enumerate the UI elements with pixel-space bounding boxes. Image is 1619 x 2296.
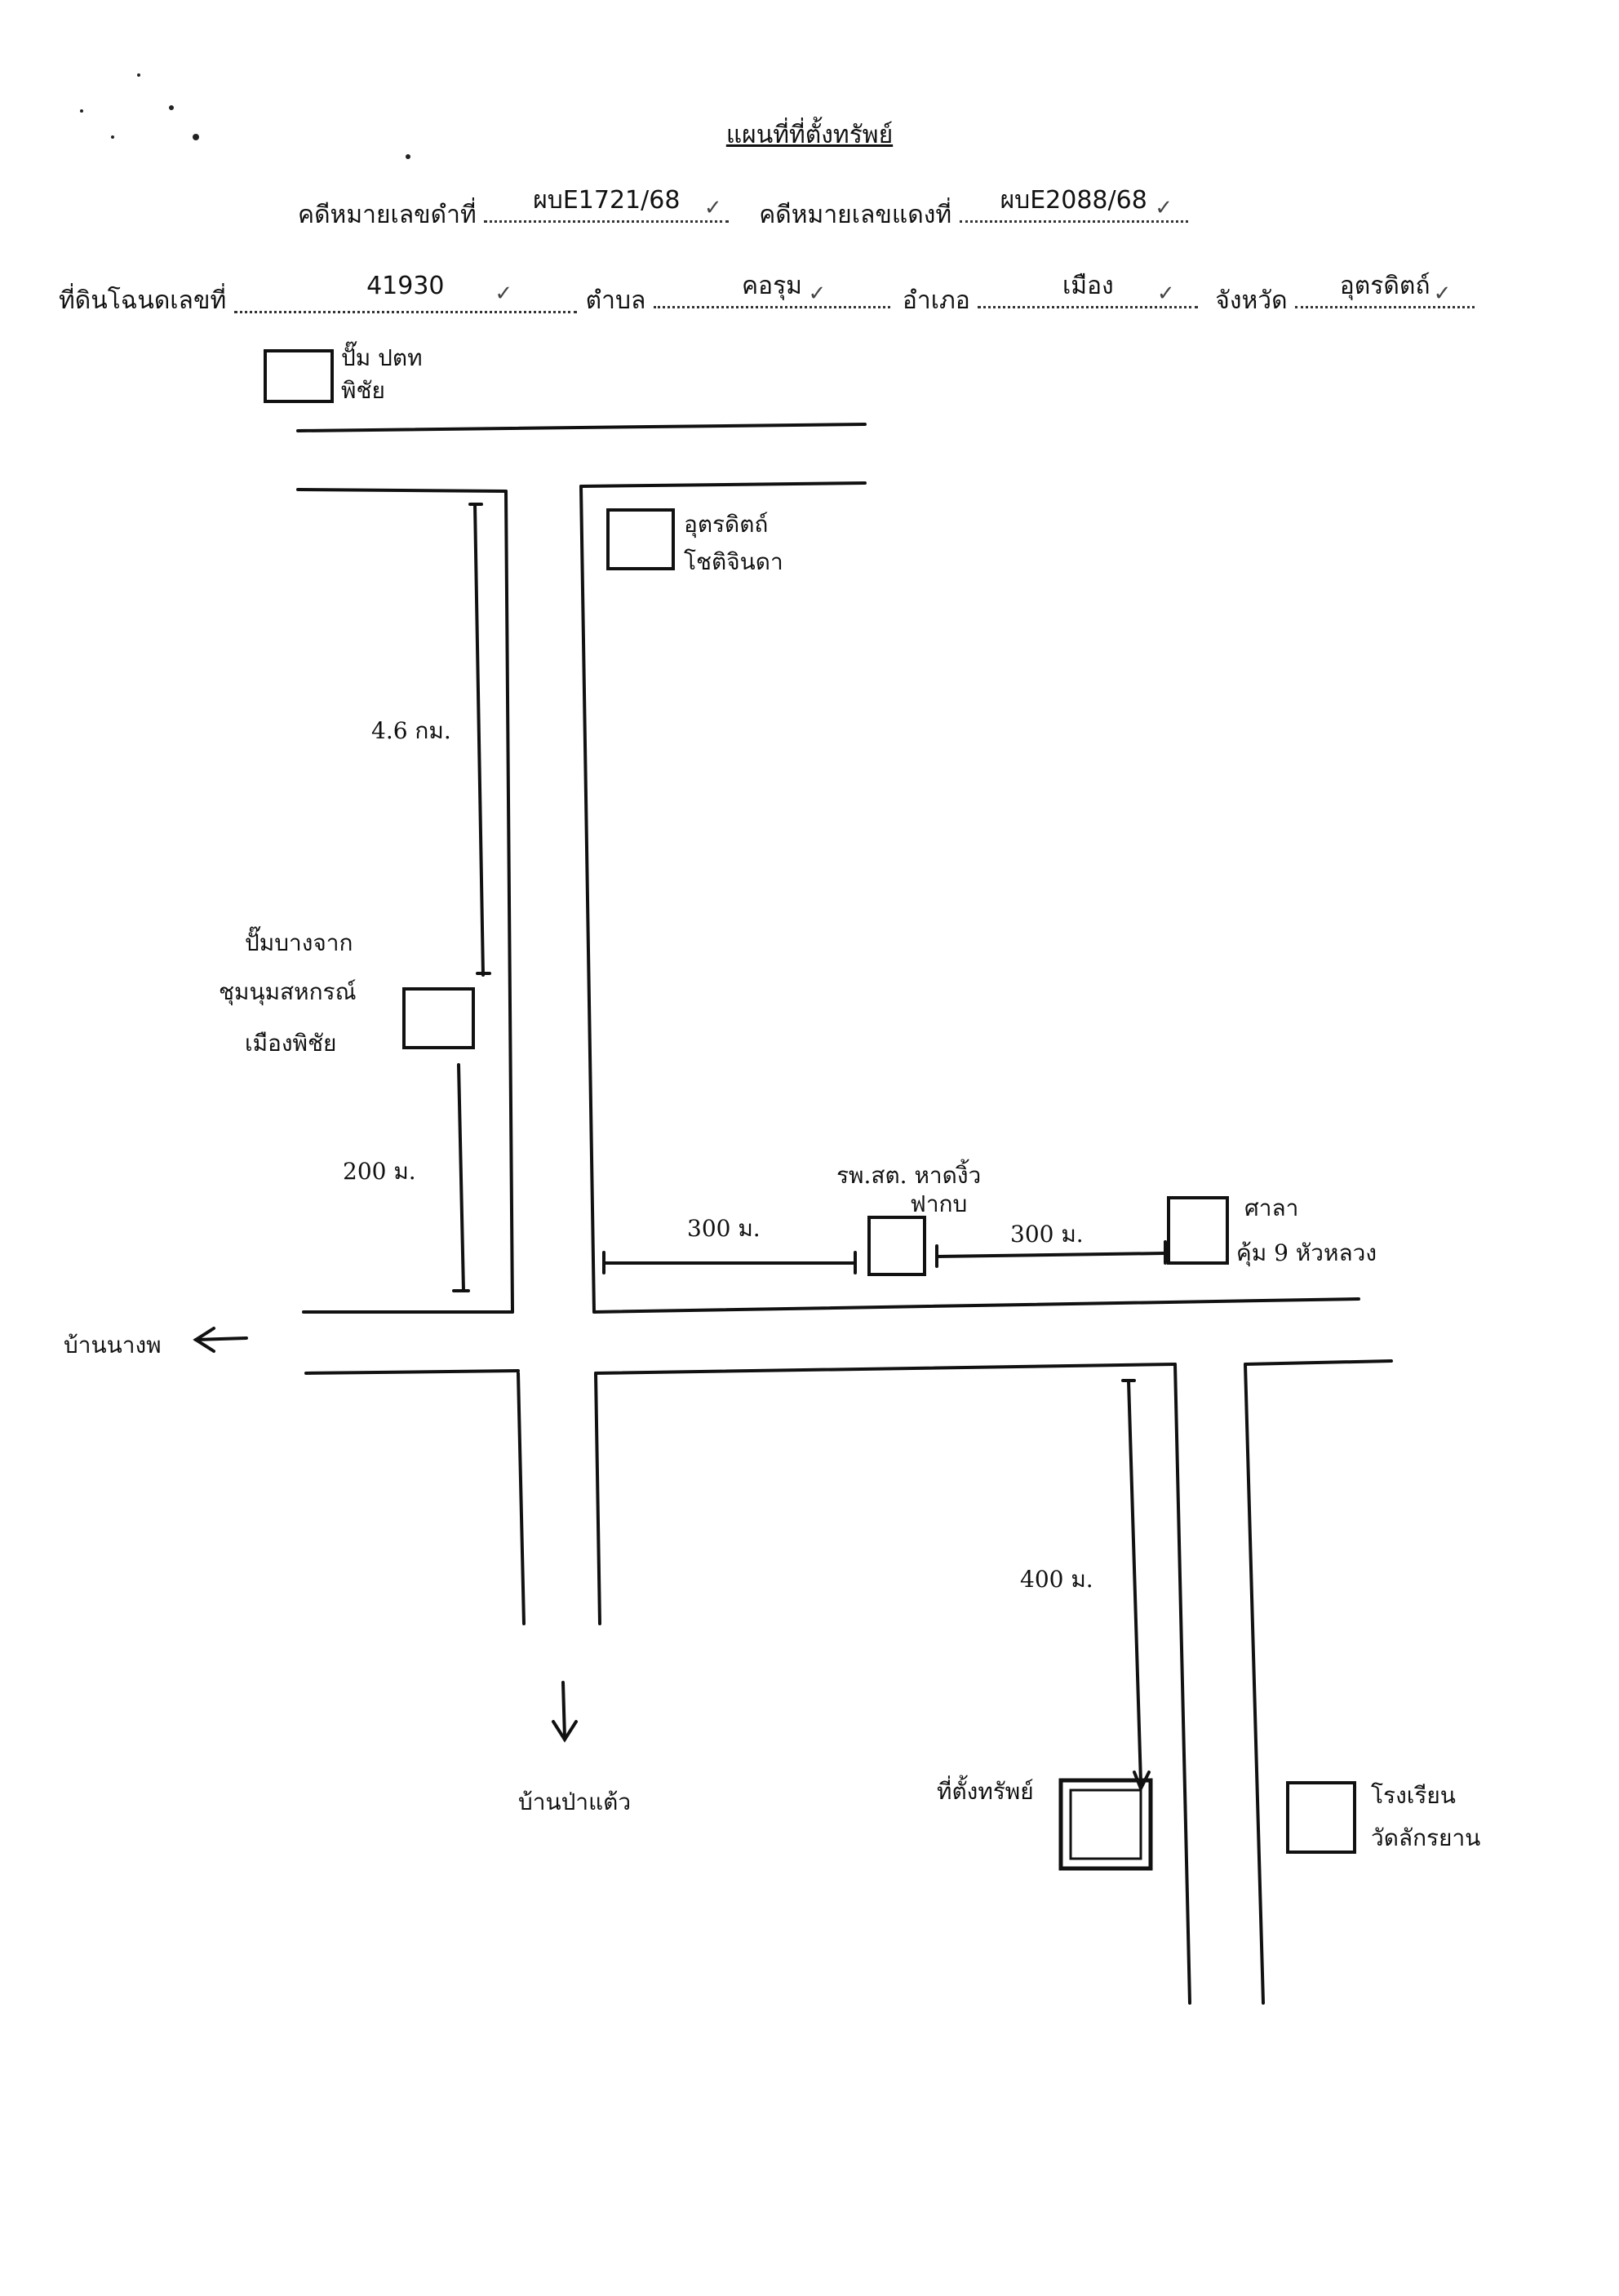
distance-bar-north bbox=[473, 503, 485, 977]
landmark-box-school bbox=[1286, 1781, 1356, 1854]
road-vertical-right bbox=[579, 485, 596, 1314]
landmark-box-bangchak bbox=[402, 987, 475, 1049]
red-case-label: คดีหมายเลขแดงที่ bbox=[759, 201, 952, 229]
landmark-bangchak-line3: เมืองพิชัย bbox=[245, 1030, 336, 1057]
subdistrict-check-icon: ✓ bbox=[808, 281, 827, 306]
document-title: แผนที่ที่ตั้งทรัพย์ bbox=[725, 121, 894, 149]
case-number-row: คดีหมายเลขดำที่ ผบE1721/68 ✓ คดีหมายเลขแ… bbox=[298, 186, 1188, 234]
distance-label-north: 4.6 กม. bbox=[371, 717, 451, 744]
property-box-inner bbox=[1069, 1788, 1142, 1860]
landmark-uttaradit-line2: โชติจินดา bbox=[684, 548, 783, 575]
road-main-upper-right bbox=[592, 1297, 1360, 1314]
road-main-lower-left bbox=[304, 1369, 520, 1375]
black-case-field: ผบE1721/68 bbox=[484, 186, 730, 223]
province-value: อุตรดิตถ์ bbox=[1339, 272, 1430, 300]
province-label: จังหวัด bbox=[1215, 286, 1288, 315]
deed-row: ที่ดินโฉนดเลขที่ 41930 ✓ ตำบล คอรุม ✓ อำ… bbox=[59, 272, 1475, 320]
deed-field: 41930 bbox=[233, 272, 577, 313]
subdistrict-value: คอรุม bbox=[741, 272, 802, 300]
red-case-field: ผบE2088/68 bbox=[959, 186, 1188, 223]
subdistrict-label: ตำบล bbox=[585, 286, 646, 315]
black-case-check-icon: ✓ bbox=[703, 196, 722, 220]
red-case-check-icon: ✓ bbox=[1155, 196, 1173, 220]
distance-label-mid-right: 300 ม. bbox=[1010, 1221, 1084, 1248]
road-main-lower-mid bbox=[594, 1363, 1177, 1375]
landmark-box-sala bbox=[1167, 1196, 1229, 1265]
road-vertical-left bbox=[504, 490, 514, 1314]
distance-label-mid-left: 300 ม. bbox=[687, 1215, 761, 1242]
black-case-label: คดีหมายเลขดำที่ bbox=[298, 201, 477, 229]
landmark-bangchak-line2: ชุมนุมสหกรณ์ bbox=[219, 978, 357, 1006]
deed-label: ที่ดินโฉนดเลขที่ bbox=[59, 286, 227, 315]
road-main-lower-right bbox=[1244, 1359, 1393, 1366]
district-label: อำเภอ bbox=[902, 286, 970, 315]
property-box bbox=[1058, 1778, 1153, 1871]
property-label: ที่ตั้งทรัพย์ bbox=[937, 1775, 1034, 1805]
road-south-left bbox=[517, 1372, 526, 1625]
arrow-property-icon bbox=[1133, 1771, 1151, 1793]
road-top-lower-right bbox=[579, 481, 867, 488]
road-top-lower-left bbox=[296, 488, 508, 493]
landmark-sala-line2: คุ้ม 9 หัวหลวง bbox=[1236, 1239, 1377, 1267]
distance-bar-mid-right bbox=[935, 1252, 1167, 1258]
subdistrict-field: คอรุม bbox=[653, 272, 890, 308]
red-case-value: ผบE2088/68 bbox=[1000, 186, 1147, 215]
district-field: เมือง bbox=[978, 272, 1199, 308]
black-case-value: ผบE1721/68 bbox=[533, 186, 681, 215]
road-east-left bbox=[1173, 1363, 1191, 2005]
landmark-box-health-center bbox=[867, 1216, 926, 1276]
province-check-icon: ✓ bbox=[1433, 281, 1452, 306]
distance-label-east: 400 ม. bbox=[1020, 1566, 1093, 1593]
landmark-sala-line1: ศาลา bbox=[1244, 1195, 1298, 1221]
landmark-bangchak-line1: ปั๊มบางจาก bbox=[245, 926, 353, 956]
landmark-box-ptt bbox=[264, 349, 334, 403]
arrow-south-icon bbox=[561, 1681, 566, 1740]
landmark-box-uttaradit bbox=[606, 508, 675, 570]
distance-bar-east bbox=[1127, 1379, 1142, 1784]
distance-bar-west bbox=[457, 1063, 465, 1292]
deed-value: 41930 bbox=[366, 272, 445, 300]
district-check-icon: ✓ bbox=[1156, 281, 1175, 306]
landmark-ptt-line2: พิชัย bbox=[341, 377, 385, 404]
landmark-ptt-line1: ปั๊ม ปตท bbox=[341, 341, 423, 371]
landmark-uttaradit-line1: อุตรดิตถ์ bbox=[684, 511, 768, 539]
scan-speckles bbox=[80, 73, 410, 159]
road-south-right bbox=[594, 1372, 601, 1625]
landmark-school-line1: โรงเรียน bbox=[1371, 1782, 1456, 1809]
distance-label-west: 200 ม. bbox=[343, 1158, 416, 1185]
road-east-right bbox=[1244, 1363, 1265, 2005]
direction-west-label: บ้านนางพ bbox=[64, 1332, 162, 1359]
landmark-school-line2: วัดลักรยาน bbox=[1371, 1824, 1480, 1851]
direction-south-label: บ้านป่าแต้ว bbox=[518, 1788, 631, 1815]
deed-check-icon: ✓ bbox=[495, 281, 513, 306]
arrow-west-icon bbox=[194, 1336, 248, 1341]
province-field: อุตรดิตถ์ bbox=[1295, 272, 1475, 308]
district-value: เมือง bbox=[1062, 272, 1114, 300]
landmark-health-center-line1: รพ.สต. หาดงิ้ว bbox=[836, 1159, 981, 1189]
landmark-health-center-line2: ฟากบ bbox=[910, 1190, 967, 1217]
road-top-edge bbox=[296, 423, 867, 432]
